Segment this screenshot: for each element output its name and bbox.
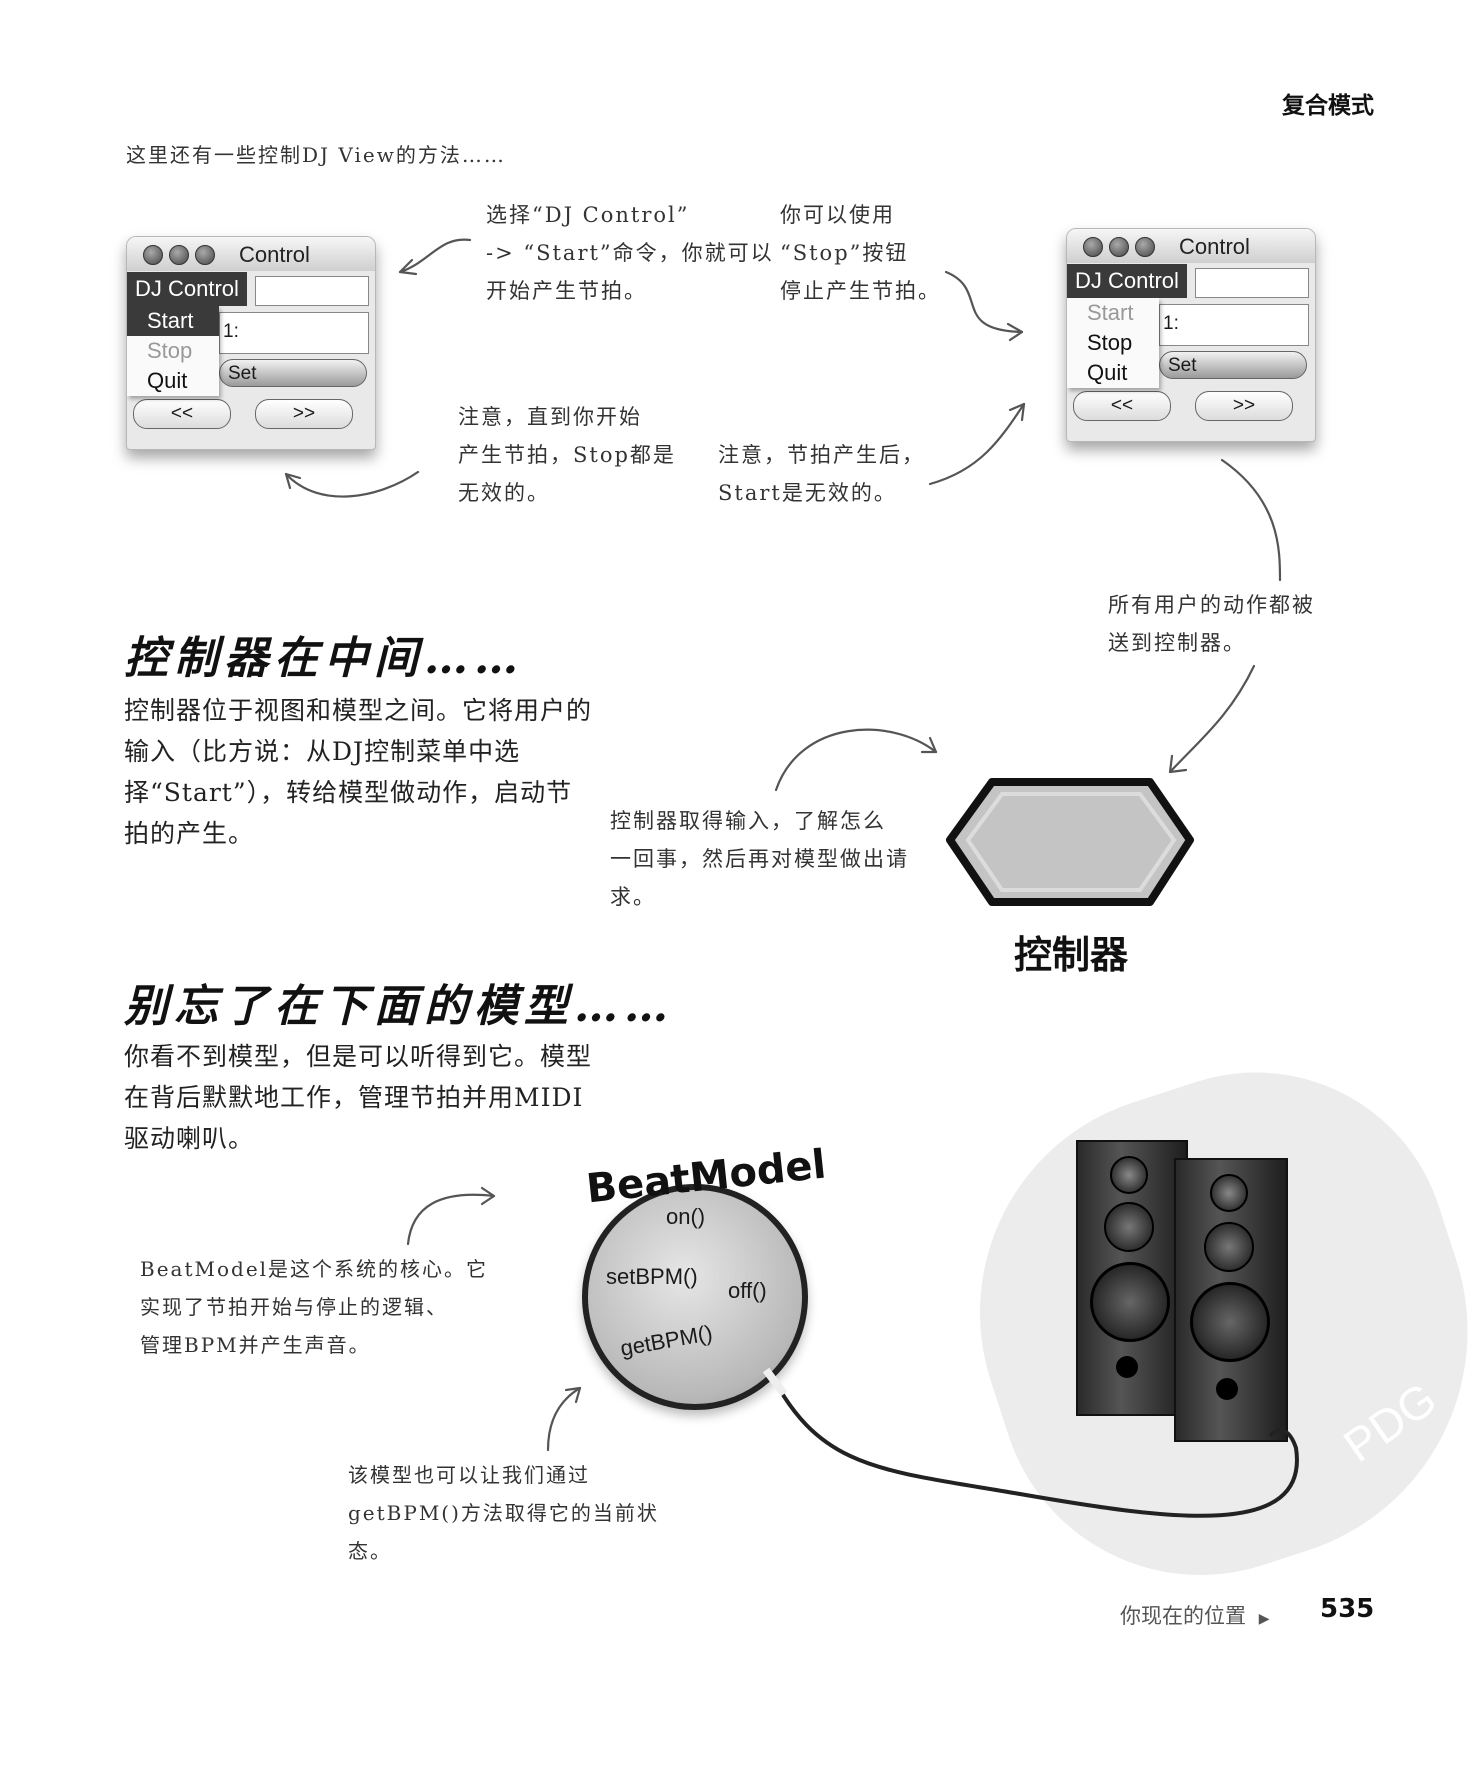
zoom-dot-icon[interactable] xyxy=(1135,237,1155,257)
footer-location-text: 你现在的位置 xyxy=(1120,1604,1246,1628)
close-dot-icon[interactable] xyxy=(1083,237,1103,257)
set-button[interactable]: Set xyxy=(219,359,367,387)
controller-body: 控制器位于视图和模型之间。它将用户的输入（比方说：从DJ控制菜单中选择“Star… xyxy=(124,696,593,848)
bpm-output-field xyxy=(255,276,369,306)
set-button[interactable]: Set xyxy=(1159,351,1307,379)
bpm-input-field[interactable] xyxy=(1159,304,1309,346)
bpm-label-fragment: 1: xyxy=(1163,313,1179,334)
control-window-right: Control 1: Set << >> DJ Control Start St… xyxy=(1066,228,1316,442)
annotation-stop-button: 你可以使用 “Stop”按钮 停止产生节拍。 xyxy=(780,203,941,303)
chapter-title: 复合模式 xyxy=(1282,93,1374,119)
decrease-button[interactable]: << xyxy=(133,399,231,429)
controller-label: 控制器 xyxy=(1014,933,1129,977)
method-off: off() xyxy=(728,1278,767,1303)
menu-bar: DJ Control xyxy=(1067,264,1315,298)
increase-button[interactable]: >> xyxy=(255,399,353,429)
window-title: Control xyxy=(239,242,310,267)
play-arrow-icon: ▶ xyxy=(1258,1611,1270,1627)
arrow-window-to-note xyxy=(1220,458,1282,582)
controller-heading: 控制器在中间…… xyxy=(124,633,524,684)
window-title: Control xyxy=(1179,234,1250,259)
footer-location: 你现在的位置 ▶ xyxy=(1120,1600,1269,1630)
menu-bar: DJ Control xyxy=(127,272,375,306)
arrow-to-controller xyxy=(1168,664,1256,774)
intro-note: 这里还有一些控制DJ View的方法…… xyxy=(126,143,506,167)
menu-item-start[interactable]: Start xyxy=(127,306,219,336)
dj-control-dropdown: Start Stop Quit xyxy=(1067,298,1159,388)
menu-item-start[interactable]: Start xyxy=(1087,300,1134,325)
arrow-to-beatmodel xyxy=(406,1193,496,1246)
model-body: 你看不到模型，但是可以听得到它。模型在背后默默地工作，管理节拍并用MIDI驱动喇… xyxy=(124,1042,593,1153)
method-on: on() xyxy=(666,1204,706,1229)
annotation-select-start: 选择“DJ Control” -> “Start”命令，你就可以 开始产生节拍。 xyxy=(486,203,774,303)
annotation-stop-disabled: 注意，直到你开始 产生节拍，Stop都是 无效的。 xyxy=(458,405,676,505)
minimize-dot-icon[interactable] xyxy=(169,245,189,265)
zoom-dot-icon[interactable] xyxy=(195,245,215,265)
arrow-to-right-menu xyxy=(944,270,1024,334)
arrow-input-to-controller xyxy=(774,728,938,792)
menu-item-stop[interactable]: Stop xyxy=(1087,330,1133,355)
arrow-to-start-item xyxy=(928,402,1026,486)
menu-dj-control[interactable]: DJ Control xyxy=(1067,264,1187,298)
arrow-to-stop-item xyxy=(284,470,420,498)
menu-item-quit[interactable]: Quit xyxy=(147,368,188,393)
bpm-input-field[interactable] xyxy=(219,312,369,354)
control-window-left: Control 1: Set << >> DJ Control Start St… xyxy=(126,236,376,450)
close-dot-icon[interactable] xyxy=(143,245,163,265)
annotation-controller-input: 控制器取得输入，了解怎么 一回事，然后再对模型做出请 求。 xyxy=(610,809,909,909)
menu-item-quit[interactable]: Quit xyxy=(1087,360,1128,385)
decrease-button[interactable]: << xyxy=(1073,391,1171,421)
page-number: 535 xyxy=(1320,1594,1375,1624)
menu-item-stop[interactable]: Stop xyxy=(147,338,193,363)
speaker-right xyxy=(1174,1158,1288,1442)
arrow-state-to-sphere xyxy=(546,1386,582,1452)
window-titlebar: Control xyxy=(1067,229,1315,263)
annotation-beatmodel-core: BeatModel是这个系统的核心。它 实现了节拍开始与停止的逻辑、 管理BPM… xyxy=(140,1257,489,1357)
annotation-model-state: 该模型也可以让我们通过 getBPM()方法取得它的当前状 态。 xyxy=(348,1463,659,1563)
speaker-left xyxy=(1076,1140,1188,1416)
window-titlebar: Control xyxy=(127,237,375,271)
model-heading: 别忘了在下面的模型…… xyxy=(124,981,674,1032)
arrow-to-left-menu xyxy=(398,238,472,274)
menu-dj-control[interactable]: DJ Control xyxy=(127,272,247,306)
annotation-start-disabled: 注意，节拍产生后， Start是无效的。 xyxy=(718,443,925,505)
controller-hexagon xyxy=(946,778,1194,906)
annotation-user-actions: 所有用户的动作都被 送到控制器。 xyxy=(1108,593,1315,655)
dj-control-dropdown: Start Stop Quit xyxy=(127,306,219,396)
increase-button[interactable]: >> xyxy=(1195,391,1293,421)
minimize-dot-icon[interactable] xyxy=(1109,237,1129,257)
bpm-label-fragment: 1: xyxy=(223,321,239,342)
method-setbpm: setBPM() xyxy=(606,1264,698,1289)
bpm-output-field xyxy=(1195,268,1309,298)
